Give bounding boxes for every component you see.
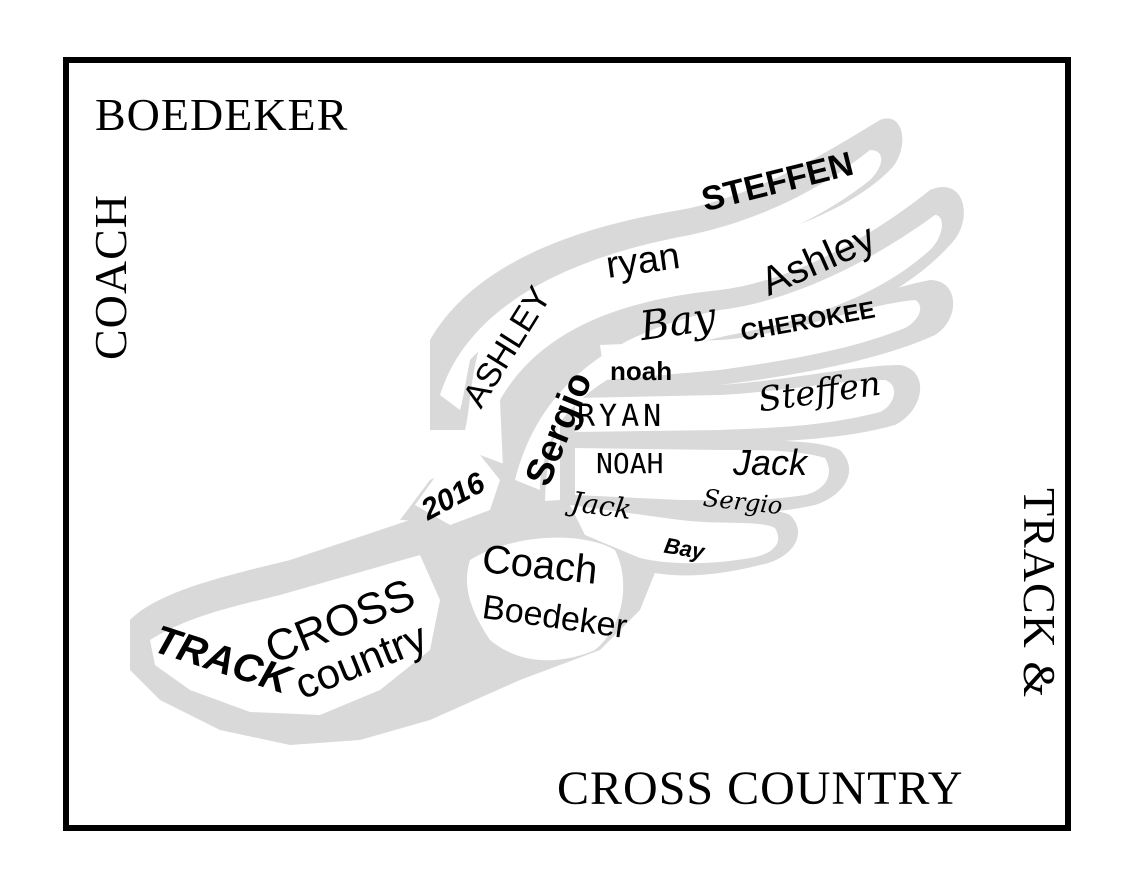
boedeker-title: BOEDEKER: [95, 89, 349, 140]
track-and-title-vertical: TRACK &: [1014, 488, 1065, 699]
name-ryan-caps: RYAN: [577, 399, 666, 434]
cross-country-title: CROSS COUNTRY: [557, 762, 964, 815]
name-jack-bold: Jack: [733, 442, 808, 483]
name-noah-caps: NOAH: [596, 447, 664, 480]
name-ryan-upper: ryan: [603, 235, 683, 287]
name-noah-lower: noah: [610, 356, 673, 386]
name-bay-script: Bay: [637, 293, 719, 351]
coach-title-vertical: COACH: [85, 193, 136, 360]
name-jack-script: Jack: [569, 484, 634, 527]
